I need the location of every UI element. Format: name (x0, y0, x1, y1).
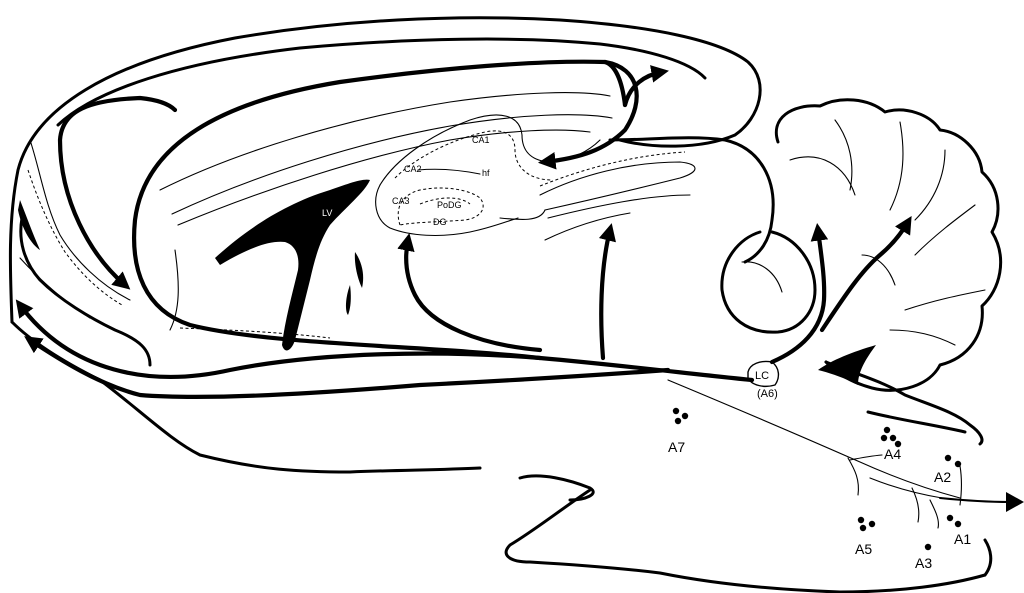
cerebellum-folium-7 (890, 330, 955, 345)
cerebellum-branch-2 (822, 222, 908, 330)
label-lc: LC (755, 370, 769, 382)
brainstem-tract-line (668, 380, 960, 498)
label-a5: A5 (855, 541, 872, 557)
hippocampus-branch (406, 240, 540, 350)
label-ca3: CA3 (392, 196, 410, 206)
cerebellum-folium-4 (915, 150, 945, 220)
label-dg: DG (433, 217, 447, 227)
hippocampus-outer-outline (380, 115, 600, 185)
medulla-ventral-outline (985, 540, 991, 575)
lateral-ventricle-fill (215, 180, 370, 351)
cerebellum-folium-3 (890, 122, 903, 210)
brainstem-branch-3 (850, 455, 882, 460)
cortical-loop-dorsal (134, 62, 637, 358)
midbrain-line-3 (545, 213, 630, 240)
olfactory-inner-dashed (28, 170, 122, 305)
brainstem-branch-1 (848, 458, 858, 495)
cerebellum-branch-1 (772, 230, 824, 362)
a5-dots (858, 517, 875, 531)
label-a2: A2 (934, 469, 951, 485)
a7-dots (673, 408, 688, 424)
cortex-outline (10, 18, 760, 322)
dorsal-bundle-main (20, 305, 752, 380)
corpus-callosum-upper (160, 93, 610, 190)
cell-group-dots (673, 408, 961, 550)
midbrain-surface (500, 210, 545, 220)
a3-dots (925, 544, 931, 550)
medial-fill-strip (346, 285, 351, 315)
spinal-projection-line (940, 498, 1010, 502)
paraflocculus-folium (742, 262, 782, 292)
label-lv: LV (322, 208, 332, 218)
hypothalamic-fill (355, 252, 363, 288)
label-a1: A1 (954, 531, 971, 547)
a1-dots (947, 515, 961, 527)
cerebellum-folium-5 (915, 205, 975, 255)
label-ca2: CA2 (404, 164, 422, 174)
label-hf: hf (482, 168, 490, 178)
cerebellum-folium-1 (790, 157, 855, 195)
pons-lower-outline (506, 490, 985, 592)
a2-dots (945, 455, 961, 467)
corpus-callosum-inner (178, 130, 590, 225)
label-a4: A4 (884, 446, 901, 462)
cerebellum-folium-6 (905, 290, 985, 310)
label-podg: PoDG (437, 200, 462, 210)
paraflocculus-outline (722, 232, 815, 332)
label-ca1: CA1 (472, 135, 490, 145)
label-a3: A3 (915, 555, 932, 571)
hippocampus-lower-outline (376, 185, 518, 235)
spinal-projection-arrowhead (1006, 492, 1024, 512)
medulla-dorsal-outline (868, 412, 965, 432)
cortex-inner-outline (58, 39, 705, 125)
frontal-branch (60, 98, 175, 285)
label-a6: (A6) (757, 388, 778, 400)
hippocampal-fissure (418, 169, 480, 174)
midbrain-branch (601, 230, 610, 358)
olfactory-outline (21, 218, 150, 365)
ventral-bundle (30, 340, 668, 397)
projection-pathways (20, 62, 1024, 512)
brainstem-branch-4 (930, 500, 938, 528)
cerebellum-folium-2 (835, 120, 852, 190)
label-a7: A7 (668, 439, 685, 455)
a4-dots (881, 427, 901, 447)
